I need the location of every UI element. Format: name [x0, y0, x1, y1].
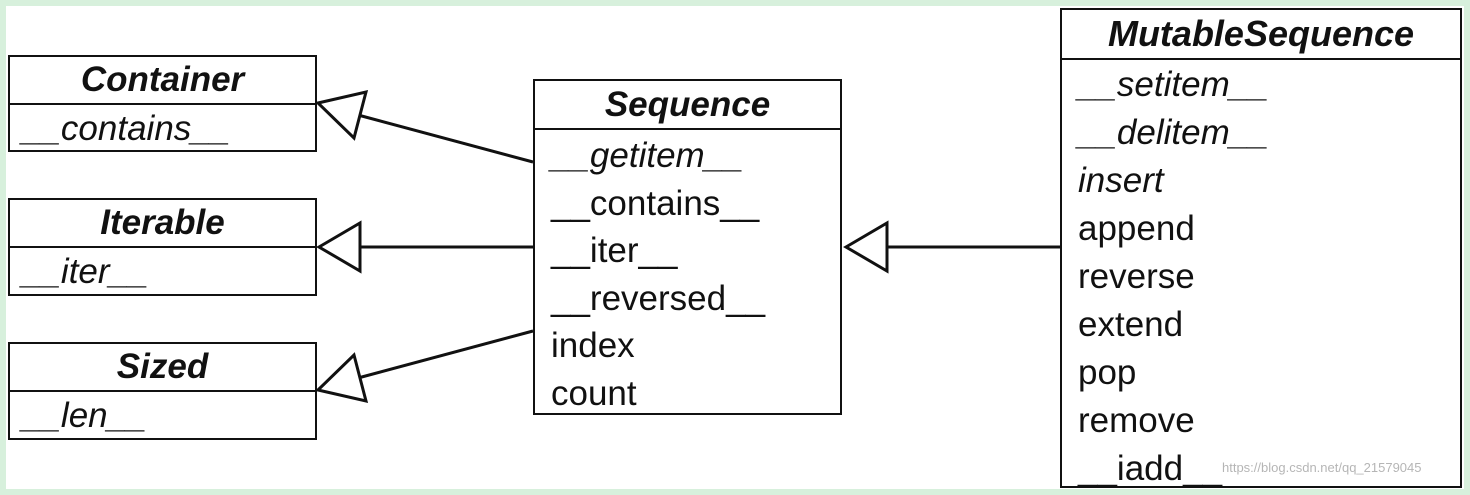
class-member: extend [1078, 305, 1184, 344]
class-name-sequence: Sequence [535, 81, 840, 130]
edge-sequence-container [357, 113, 534, 164]
class-member: __contains__ [551, 183, 760, 223]
member-list-mutablesequence: __setitem__ __delitem__insert append revers… [1062, 60, 1460, 493]
class-box-container: Container __contains__ [8, 55, 317, 152]
watermark: https://blog.csdn.net/qq_21579045 [1222, 460, 1422, 475]
class-member: __len__ [22, 396, 147, 435]
class-member: __iter__ [551, 231, 678, 270]
class-member: remove [1078, 401, 1195, 440]
member-list-container: __contains__ [10, 105, 315, 153]
class-member: insert [1078, 161, 1164, 200]
class-member: __contains__ [22, 109, 231, 148]
class-member: __iadd__ [1078, 449, 1223, 488]
class-member: append [1078, 209, 1195, 248]
arrowhead-container [314, 89, 369, 141]
class-box-iterable: Iterable __iter__ [8, 198, 317, 296]
class-member: count [551, 373, 637, 413]
member-list-iterable: __iter__ [10, 248, 315, 296]
class-member: __reversed__ [551, 278, 766, 318]
class-member: __delitem__ [1078, 113, 1269, 152]
class-name-iterable: Iterable [10, 200, 315, 248]
class-member: index [551, 326, 635, 365]
class-name-sized: Sized [10, 344, 315, 392]
class-name-mutablesequence: MutableSequence [1062, 10, 1460, 60]
class-member: __setitem__ [1078, 65, 1269, 104]
class-member: reverse [1078, 257, 1195, 296]
edge-sequence-sized [357, 329, 534, 380]
class-member: __getitem__ [551, 136, 744, 175]
arrowhead-sized [314, 352, 369, 404]
arrowhead-iterable [316, 220, 362, 274]
member-list-sized: __len__ [10, 392, 315, 440]
class-member: __iter__ [22, 252, 149, 291]
class-box-sized: Sized __len__ [8, 342, 317, 440]
class-box-sequence: Sequence __getitem__ __contains__ __iter__… [533, 79, 842, 415]
class-member: pop [1078, 353, 1137, 392]
member-list-sequence: __getitem__ __contains__ __iter__ __reverse… [535, 130, 840, 417]
class-name-container: Container [10, 57, 315, 105]
arrowhead-sequence [843, 220, 889, 274]
class-box-mutablesequence: MutableSequence __setitem__ __delitem__in… [1060, 8, 1462, 488]
